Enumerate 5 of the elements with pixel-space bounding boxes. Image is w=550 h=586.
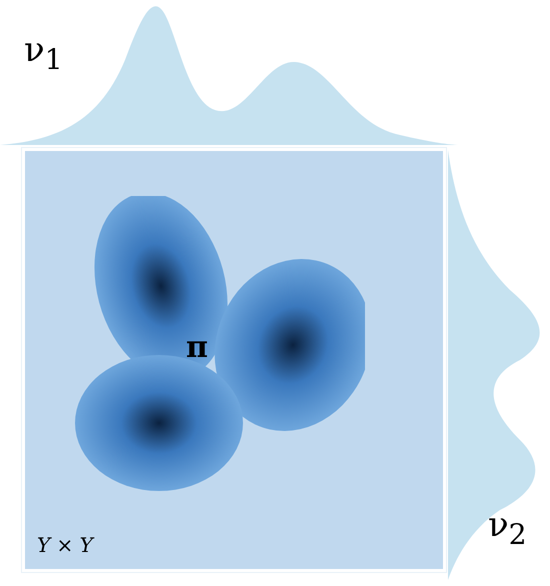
marginal-label: ν$_{1}$ bbox=[24, 30, 63, 76]
coupling-square bbox=[22, 148, 446, 572]
coupling-label: π bbox=[186, 330, 208, 365]
space-label: Y × Y bbox=[37, 533, 93, 557]
marginal-label: ν$_{2}$ bbox=[488, 505, 527, 551]
